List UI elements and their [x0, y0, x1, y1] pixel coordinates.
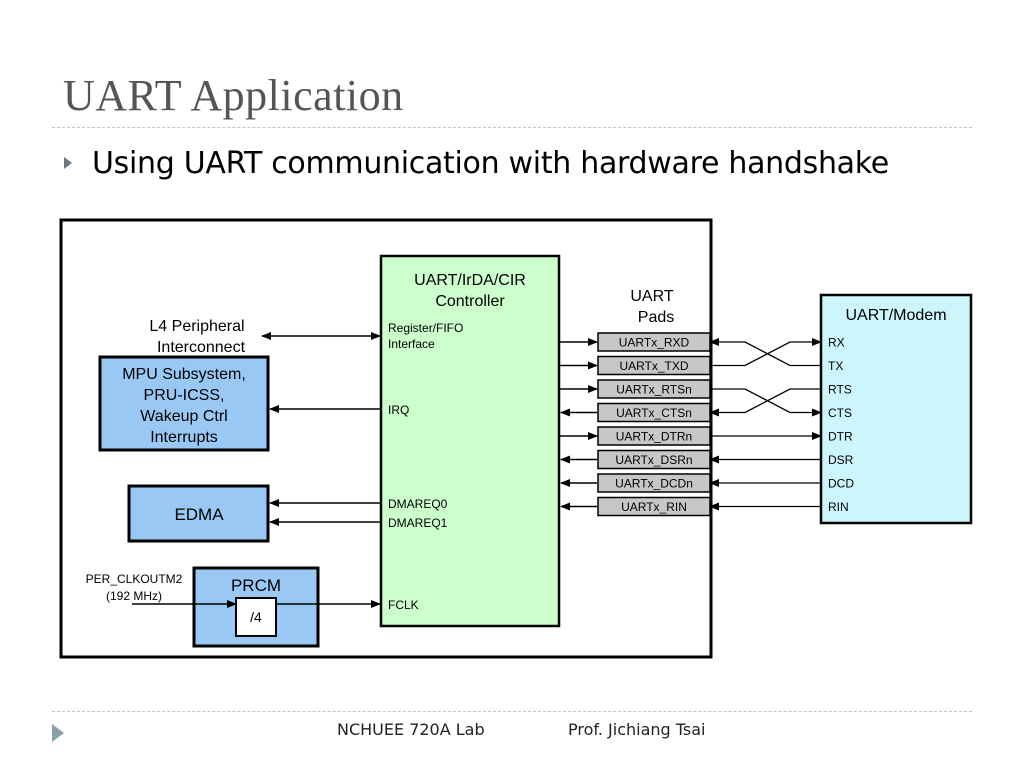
l4-label-line1: L4 Peripheral: [149, 318, 244, 335]
footer-arrow-icon: [52, 724, 64, 742]
port-dmareq0: DMAREQ0: [388, 497, 448, 511]
modem-pin-label: RIN: [828, 500, 849, 514]
pad-label: UARTx_DTRn: [616, 430, 692, 444]
wire-rxd-tx: [709, 338, 821, 367]
footer-professor: Prof. Jichiang Tsai: [568, 720, 706, 739]
pad-label: UARTx_DSRn: [615, 453, 692, 467]
pad-label: UARTx_TXD: [619, 359, 688, 373]
title-divider: [52, 127, 972, 128]
modem-pin-label: TX: [828, 359, 843, 373]
modem-pins: RX TX RTS CTS DTR DSR DCD RIN: [828, 336, 854, 515]
edma-block: [127, 484, 270, 543]
port-dmareq1: DMAREQ1: [388, 516, 448, 530]
page-title: UART Application: [63, 71, 404, 120]
port-fclk: FCLK: [388, 598, 419, 612]
modem-pin-label: DSR: [828, 453, 854, 467]
footer-divider: [52, 711, 972, 712]
controller-block: [379, 254, 561, 628]
port-irq: IRQ: [388, 403, 409, 417]
pad-label: UARTx_DCDn: [615, 477, 693, 491]
edma-label: EDMA: [174, 505, 224, 524]
mpu-line-1: MPU Subsystem,: [122, 366, 246, 383]
prcm-divider-label: /4: [250, 609, 262, 625]
modem-pin-label: DCD: [828, 477, 854, 491]
pad-wires: [559, 338, 822, 511]
wire-rtsn-cts: [710, 388, 822, 417]
pads-title-line2: Pads: [638, 309, 674, 326]
bullet-text: Using UART communication with hardware h…: [92, 146, 889, 181]
pad-label: UARTx_RIN: [621, 500, 687, 514]
pad-label: UARTx_RTSn: [616, 383, 692, 397]
uart-pads: UARTx_RXD UARTx_TXD UARTx_RTSnUARTx_CTSnUA…: [597, 332, 711, 517]
l4-label-line2: Interconnect: [157, 339, 246, 356]
port-register-line1: Register/FIFO: [388, 321, 463, 335]
prcm-divider-box: [235, 597, 277, 637]
footer-lab: NCHUEE 720A Lab: [337, 720, 485, 739]
modem-title: UART/Modem: [845, 307, 946, 324]
port-register-line2: Interface: [388, 337, 435, 351]
bullet-arrow-icon: [64, 157, 72, 169]
clock-input-line1: PER_CLKOUTM2: [86, 572, 183, 586]
wire-txd-rx: [710, 338, 822, 367]
wire-ctsn-rts: [709, 388, 821, 417]
clock-input-line2: (192 MHz): [106, 589, 162, 603]
mpu-line-2: PRU-ICSS,: [144, 387, 225, 404]
pads-title-line1: UART: [630, 288, 673, 305]
mpu-line-4: Interrupts: [150, 429, 218, 446]
mpu-line-3: Wakeup Ctrl: [140, 408, 227, 425]
prcm-label: PRCM: [231, 576, 281, 595]
modem-pin-label: CTS: [828, 406, 852, 420]
mpu-block: [98, 355, 270, 452]
modem-pin-label: RTS: [828, 383, 852, 397]
modem-pin-label: RX: [828, 336, 845, 350]
modem-pin-label: DTR: [828, 430, 853, 444]
controller-title-line1: UART/IrDA/CIR: [414, 272, 526, 289]
pad-label: UARTx_RXD: [619, 336, 690, 350]
pad-label: UARTx_CTSn: [616, 406, 692, 420]
controller-title-line2: Controller: [435, 293, 505, 310]
modem-block: [819, 293, 973, 525]
